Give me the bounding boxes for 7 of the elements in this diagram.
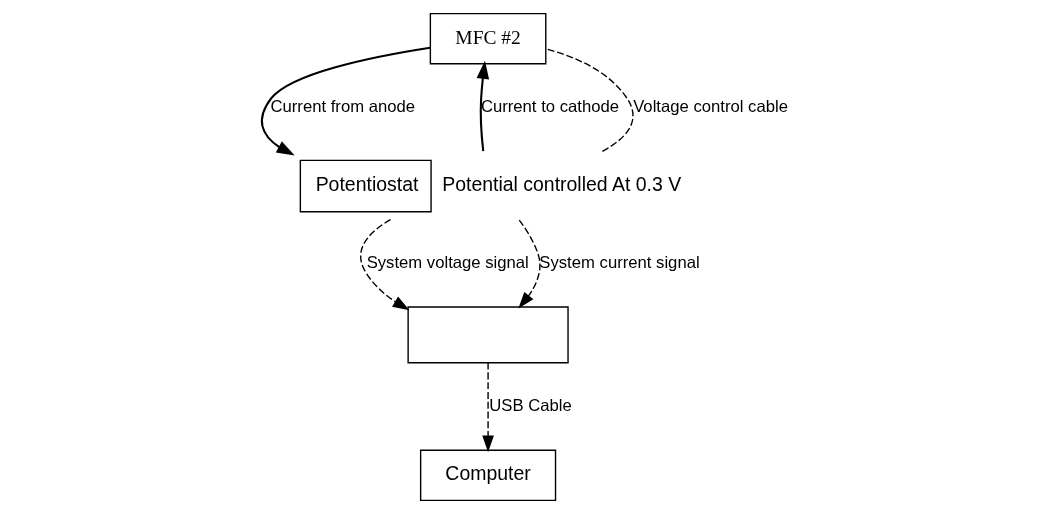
- edge-label: System current signal: [539, 252, 700, 272]
- edge-label: Voltage control cable: [633, 96, 788, 116]
- node-label: Potential controlled At 0.3 V: [442, 173, 682, 196]
- edge-label: Current to cathode: [480, 96, 620, 116]
- edge-label: USB Cable: [489, 395, 572, 415]
- edge-label: Current from anode: [270, 96, 416, 116]
- edge-label: System voltage signal: [366, 252, 529, 272]
